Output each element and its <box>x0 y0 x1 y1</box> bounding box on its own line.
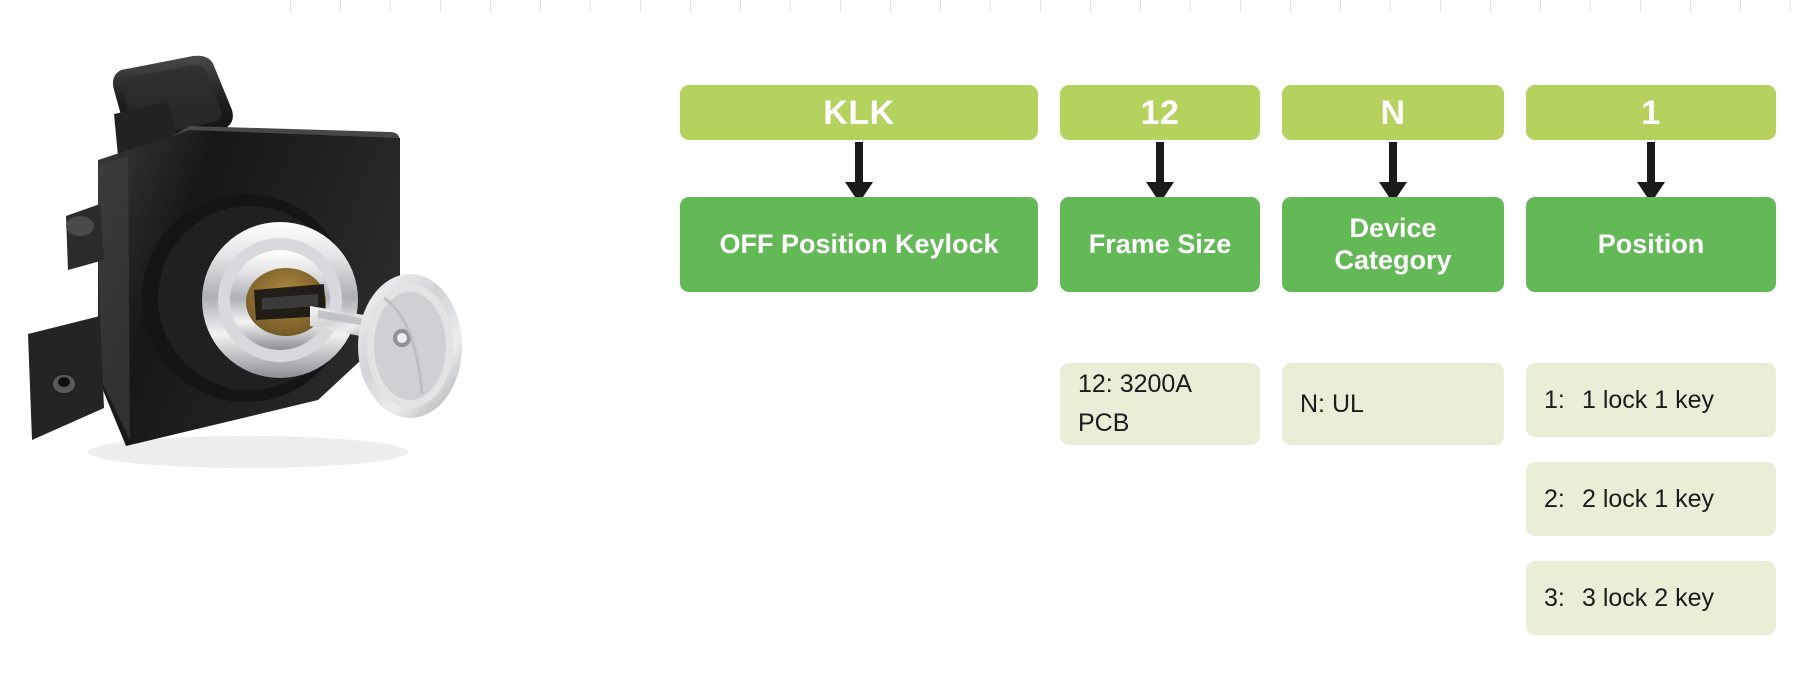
arrow-down-icon-3 <box>1376 142 1410 204</box>
option-key-1: 1: <box>1544 385 1565 414</box>
option-box-position-2[interactable]: 2: 2 lock 1 key <box>1526 462 1776 536</box>
category-box-frame-size[interactable]: Frame Size <box>1060 197 1260 292</box>
arrow-down-icon-1 <box>842 142 876 204</box>
option-box-position-3[interactable]: 3: 3 lock 2 key <box>1526 561 1776 635</box>
option-box-position-1[interactable]: 1: 1 lock 1 key <box>1526 363 1776 437</box>
option-label-2: 2 lock 1 key <box>1582 484 1715 513</box>
option-key-3: 3: <box>1544 583 1565 612</box>
arrow-down-icon-4 <box>1634 142 1668 204</box>
option-key-2: 2: <box>1544 484 1565 513</box>
option-label-1: 1 lock 1 key <box>1582 385 1715 414</box>
code-chip-12[interactable]: 12 <box>1060 85 1260 140</box>
code-chip-n[interactable]: N <box>1282 85 1504 140</box>
category-box-device-category[interactable]: Device Category <box>1282 197 1504 292</box>
product-photo <box>18 48 538 498</box>
option-box-device-category-n[interactable]: N: UL <box>1282 363 1504 445</box>
category-box-position[interactable]: Position <box>1526 197 1776 292</box>
option-box-frame-size-12[interactable]: 12: 3200A PCB <box>1060 363 1260 445</box>
arrow-down-icon-2 <box>1143 142 1177 204</box>
category-box-off-position-keylock[interactable]: OFF Position Keylock <box>680 197 1038 292</box>
code-chip-1[interactable]: 1 <box>1526 85 1776 140</box>
option-label-3: 3 lock 2 key <box>1582 583 1715 612</box>
code-chip-klk[interactable]: KLK <box>680 85 1038 140</box>
keylock-photo-icon <box>28 55 462 468</box>
